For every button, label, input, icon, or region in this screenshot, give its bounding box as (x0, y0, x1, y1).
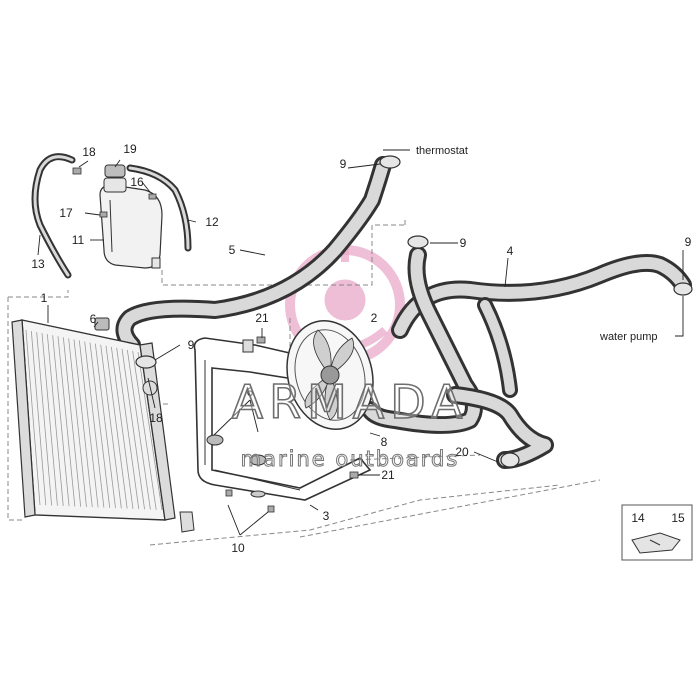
callout-11: 11 (72, 233, 85, 247)
callout-3: 3 (323, 509, 330, 523)
callout-9-right: 9 (685, 235, 692, 249)
watermark-brand: ARMADA (232, 375, 469, 429)
callout-4: 4 (507, 244, 514, 258)
callout-14: 14 (631, 511, 645, 525)
radiator (11, 317, 195, 533)
callout-10: 10 (231, 541, 245, 555)
callout-2: 2 (371, 311, 378, 325)
water-pump-annotation: water pump (599, 331, 657, 343)
fasteners (72, 167, 359, 513)
callout-15: 15 (671, 511, 685, 525)
callout-1: 1 (41, 291, 48, 305)
hose-12 (126, 164, 192, 252)
callout-9-thermostat: 9 (340, 157, 347, 171)
callout-5: 5 (229, 243, 236, 257)
callout-labels: 1 2 3 4 5 6 6 8 9 9 9 9 10 11 12 13 14 1… (31, 142, 691, 555)
hose-8 (361, 246, 554, 469)
hose-4 (391, 254, 692, 339)
callout-9-mid: 9 (460, 236, 467, 250)
callout-21-upper: 21 (255, 311, 269, 325)
callout-21-lower: 21 (381, 468, 395, 482)
cooling-fan (286, 320, 374, 430)
callout-20: 20 (455, 445, 469, 459)
hose-13 (31, 153, 76, 279)
watermark-tagline: marine outboards (241, 447, 460, 471)
callout-6-upper: 6 (90, 312, 97, 326)
callout-6-lower: 6 (247, 385, 254, 399)
callout-19: 19 (123, 142, 137, 156)
callout-12: 12 (205, 215, 219, 229)
leader-lines (37, 149, 684, 536)
hose-clamps (135, 155, 693, 468)
callout-9-left: 9 (188, 338, 195, 352)
callout-18-radiator: 18 (149, 411, 163, 425)
thermostat-annotation: thermostat (416, 145, 468, 157)
inset-box (621, 504, 693, 561)
callout-17: 17 (59, 206, 73, 220)
callout-8: 8 (381, 435, 388, 449)
expansion-tank (99, 164, 163, 269)
callout-16: 16 (130, 175, 144, 189)
callout-18-top: 18 (82, 145, 96, 159)
callout-13: 13 (31, 257, 45, 271)
hose-5 (115, 156, 392, 354)
